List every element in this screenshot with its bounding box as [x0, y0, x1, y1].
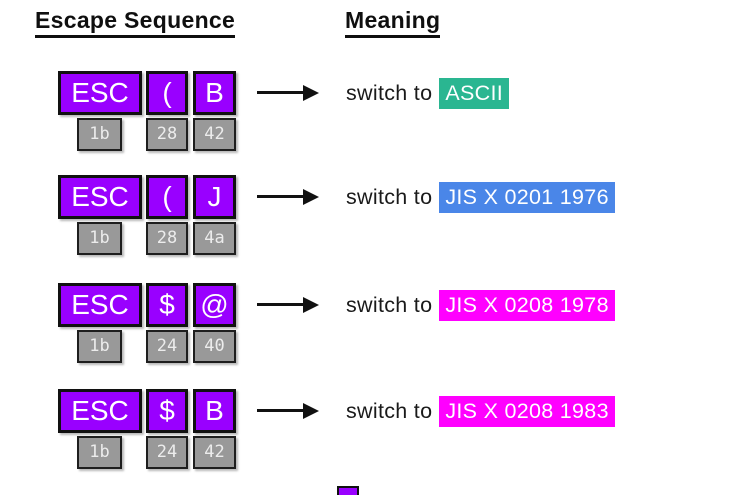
hex-box-28: 28	[146, 118, 188, 151]
meaning-prefix: switch to	[346, 292, 433, 317]
byte-box-paren: (	[146, 175, 188, 219]
byte-box-dollar: $	[146, 389, 188, 433]
sequence-row-jisx0208-1978: ESC $ @ 1b 24 40 switch to JIS X 0208 19…	[0, 283, 740, 383]
arrow-head	[303, 403, 319, 419]
byte-box-esc: ESC	[58, 71, 142, 115]
hex-box-1b: 1b	[77, 118, 122, 151]
sequence-row-jisx0201: ESC ( J 1b 28 4a switch to JIS X 0201 19…	[0, 175, 740, 275]
byte-box-esc: ESC	[58, 389, 142, 433]
hex-box-1b: 1b	[77, 222, 122, 255]
column-header-escape-sequence: Escape Sequence	[35, 7, 236, 38]
byte-box-j: J	[193, 175, 236, 219]
arrow-shaft	[257, 91, 305, 94]
right-arrow-icon	[257, 85, 319, 101]
meaning-prefix: switch to	[346, 80, 433, 105]
byte-box-dollar: $	[146, 283, 188, 327]
meaning-text: switch to ASCII	[346, 71, 509, 115]
arrow-head	[303, 189, 319, 205]
hex-box-42: 42	[193, 118, 236, 151]
arrow-shaft	[257, 303, 305, 306]
hex-box-24: 24	[146, 436, 188, 469]
meaning-target-jisx0208-1978: JIS X 0208 1978	[439, 289, 615, 321]
byte-box-b: B	[193, 71, 236, 115]
meaning-prefix: switch to	[346, 184, 433, 209]
arrow-shaft	[257, 195, 305, 198]
right-arrow-icon	[257, 403, 319, 419]
hex-box-40: 40	[193, 330, 236, 363]
hex-box-28: 28	[146, 222, 188, 255]
cutoff-byte-box	[337, 486, 359, 495]
sequence-row-ascii: ESC ( B 1b 28 42 switch to ASCII	[0, 71, 740, 171]
meaning-text: switch to JIS X 0208 1978	[346, 283, 615, 327]
hex-box-1b: 1b	[77, 436, 122, 469]
meaning-target-jisx0208-1983: JIS X 0208 1983	[439, 395, 615, 427]
arrow-shaft	[257, 409, 305, 412]
column-header-meaning: Meaning	[345, 7, 441, 38]
meaning-target-jisx0201-1976: JIS X 0201 1976	[439, 181, 615, 213]
byte-box-esc: ESC	[58, 283, 142, 327]
arrow-head	[303, 85, 319, 101]
meaning-prefix: switch to	[346, 398, 433, 423]
right-arrow-icon	[257, 297, 319, 313]
byte-box-esc: ESC	[58, 175, 142, 219]
arrow-head	[303, 297, 319, 313]
hex-box-1b: 1b	[77, 330, 122, 363]
hex-box-4a: 4a	[193, 222, 236, 255]
byte-box-b: B	[193, 389, 236, 433]
hex-box-42: 42	[193, 436, 236, 469]
sequence-row-jisx0208-1983: ESC $ B 1b 24 42 switch to JIS X 0208 19…	[0, 389, 740, 489]
byte-box-at: @	[193, 283, 236, 327]
hex-box-24: 24	[146, 330, 188, 363]
meaning-text: switch to JIS X 0208 1983	[346, 389, 615, 433]
meaning-target-ascii: ASCII	[439, 77, 509, 109]
right-arrow-icon	[257, 189, 319, 205]
byte-box-paren: (	[146, 71, 188, 115]
meaning-text: switch to JIS X 0201 1976	[346, 175, 615, 219]
